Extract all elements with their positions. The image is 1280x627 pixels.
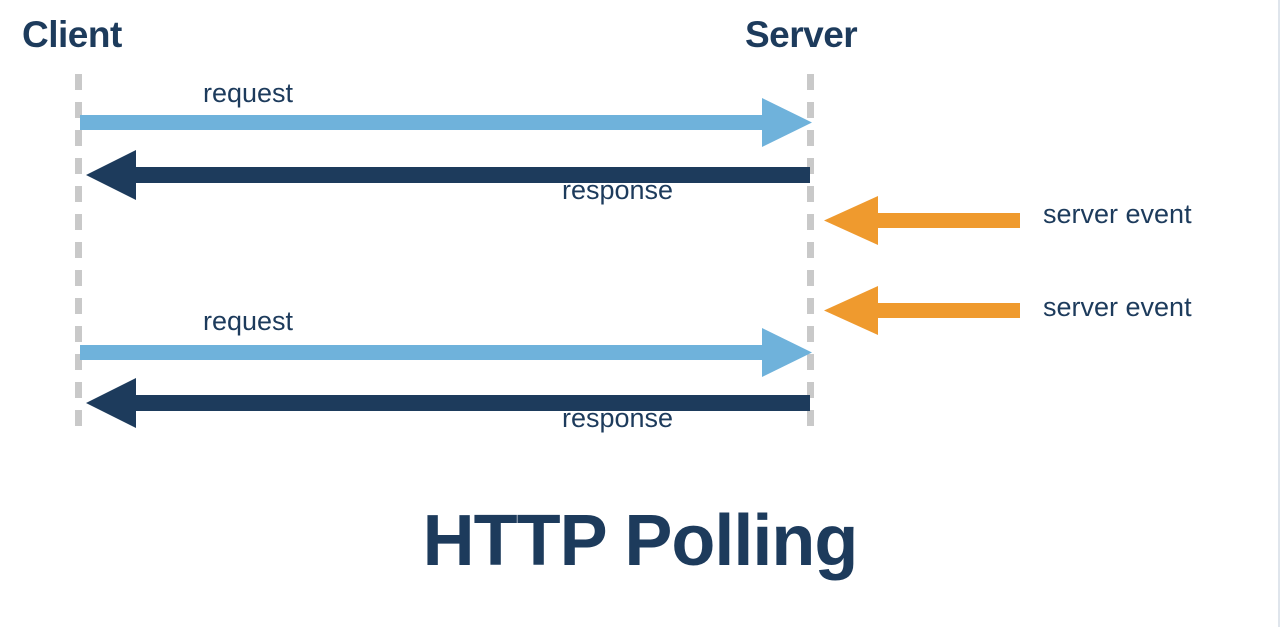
arrow-request-2 <box>80 328 812 377</box>
lifeline-server <box>807 74 814 436</box>
diagram-title: HTTP Polling <box>422 501 859 581</box>
message-label-request-2: request <box>203 306 294 336</box>
message-label-request-1: request <box>203 78 294 108</box>
arrow-server-event-1 <box>824 196 1020 245</box>
lifeline-client <box>75 74 82 436</box>
message-label-server-event-1: server event <box>1043 199 1192 229</box>
actor-label-server: Server <box>745 14 858 55</box>
arrow-response-2 <box>86 378 810 428</box>
arrow-request-1 <box>80 98 812 147</box>
message-label-response-1: response <box>562 175 674 205</box>
arrow-response-1 <box>86 150 810 200</box>
message-label-server-event-2: server event <box>1043 292 1192 322</box>
arrow-server-event-2 <box>824 286 1020 335</box>
actor-label-client: Client <box>22 14 122 55</box>
message-label-response-2: response <box>562 403 674 433</box>
